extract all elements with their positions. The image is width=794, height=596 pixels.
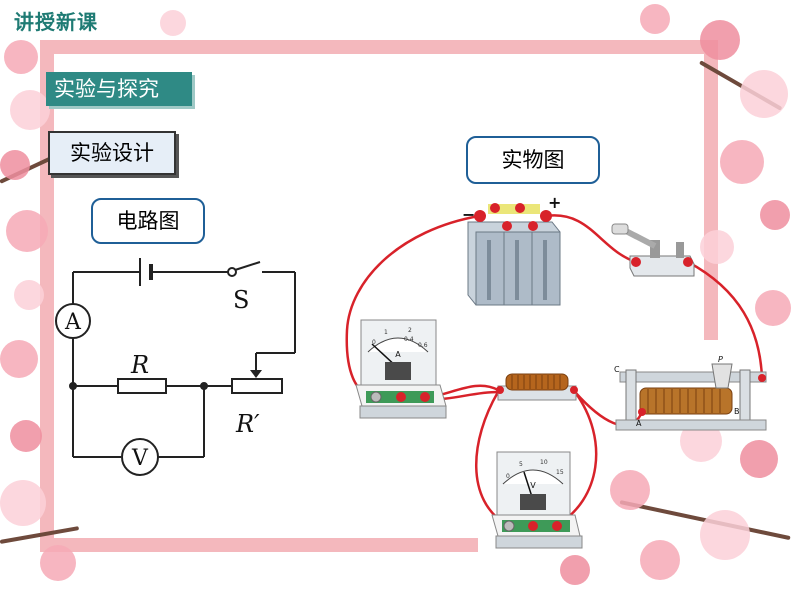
circuit-diagram	[55, 258, 296, 476]
frame-bottom-band	[40, 538, 478, 552]
knife-switch	[611, 223, 695, 277]
junction-right	[200, 382, 208, 390]
circuit-diagram-title: 电路图	[91, 198, 205, 244]
ammeter-scale-0: 0	[372, 339, 376, 346]
battery-minus-sign: −	[462, 205, 475, 224]
voltmeter-symbol-letter: V	[131, 446, 149, 471]
physical-diagram-title: 实物图	[466, 136, 600, 184]
battery-plus-sign: +	[548, 193, 561, 212]
rheostat-symbol	[231, 378, 283, 394]
section-tag: 实验与探究	[46, 72, 192, 106]
rheostat-label: R′	[235, 410, 260, 438]
battery-pack	[467, 203, 561, 306]
rheostat-terminal-p: P	[718, 355, 723, 364]
rheostat-device	[615, 363, 767, 431]
rheostat-terminal-b: B	[734, 407, 740, 416]
ammeter-face-letter: A	[395, 350, 401, 359]
ammeter-scale-3: 0.4	[404, 336, 414, 343]
voltmeter-face-letter: V	[530, 481, 536, 490]
ammeter-scale-4: 0.6	[418, 342, 428, 349]
switch-blade	[234, 261, 261, 271]
frame-right-band	[704, 40, 718, 340]
resistor-label: R	[130, 351, 149, 379]
resistor-device	[496, 373, 578, 401]
ammeter-device	[355, 319, 447, 419]
resistor-symbol	[117, 378, 167, 394]
ammeter-symbol-letter: A	[64, 310, 82, 335]
battery-terminal-positive	[540, 210, 552, 222]
junction-left	[69, 382, 77, 390]
rheostat-terminal-c: C	[614, 365, 620, 374]
design-tag: 实验设计	[48, 131, 176, 175]
voltmeter-scale-3: 15	[556, 469, 564, 476]
voltmeter-scale-0: 0	[506, 473, 510, 480]
switch-pivot	[227, 267, 237, 277]
rheostat-terminal-a: A	[636, 419, 642, 428]
voltmeter-scale-2: 10	[540, 459, 548, 466]
voltmeter-scale-1: 5	[519, 461, 523, 468]
switch-label: S	[233, 286, 249, 314]
ammeter-scale-2: 2	[408, 327, 412, 334]
header-label: 讲授新课	[14, 10, 98, 34]
frame-top-band	[40, 40, 718, 54]
battery-terminal-negative	[474, 210, 486, 222]
voltmeter-device	[491, 451, 583, 549]
ammeter-scale-1: 1	[384, 329, 388, 336]
